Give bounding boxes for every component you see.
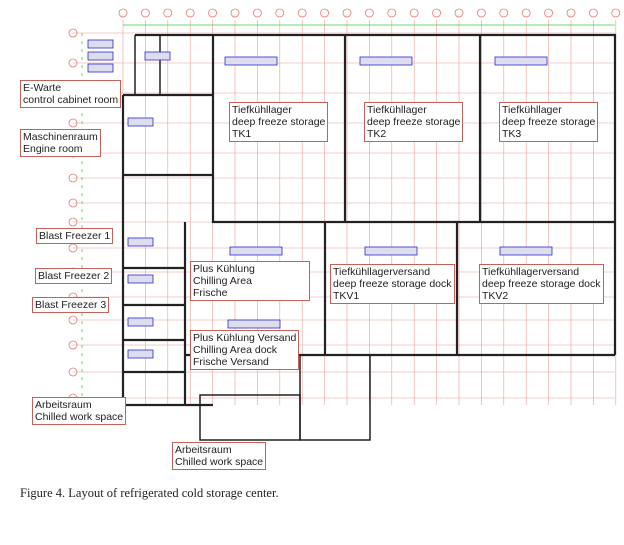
column-marker: [140, 8, 150, 18]
label-tkv1: Tiefkühllagerversand deep freeze storage…: [330, 264, 455, 304]
column-marker: [185, 8, 195, 18]
label-tk1: Tiefkühllager deep freeze storage TK1: [229, 102, 329, 142]
column-marker: [342, 8, 352, 18]
column-marker: [566, 8, 576, 18]
label-work-space-1: Arbeitsraum Chilled work space: [32, 397, 127, 425]
equipment-symbol: [359, 56, 413, 66]
row-marker: [68, 28, 78, 38]
column-marker: [163, 8, 173, 18]
label-blast-freezer-3: Blast Freezer 3: [32, 297, 110, 313]
equipment-symbol: [494, 56, 548, 66]
row-marker: [68, 173, 78, 183]
column-marker: [275, 8, 285, 18]
column-marker: [208, 8, 218, 18]
equipment-symbol: [127, 117, 154, 127]
figure-caption: Figure 4. Layout of refrigerated cold st…: [20, 486, 279, 500]
label-blast-freezer-2: Blast Freezer 2: [35, 268, 113, 284]
equipment-symbol: [364, 246, 418, 256]
walls: [121, 33, 617, 441]
row-marker: [68, 118, 78, 128]
row-marker: [68, 58, 78, 68]
column-marker: [364, 8, 374, 18]
label-tk2: Tiefkühllager deep freeze storage TK2: [364, 102, 464, 142]
column-marker: [476, 8, 486, 18]
label-e-warte: E-Warte control cabinet room: [20, 80, 122, 108]
column-marker: [118, 8, 128, 18]
label-engine-room: Maschinenraum Engine room: [20, 129, 101, 157]
row-marker: [68, 367, 78, 377]
equipment-symbol: [127, 274, 154, 284]
column-marker: [320, 8, 330, 18]
label-tkv2: Tiefkühllagerversand deep freeze storage…: [479, 264, 604, 304]
equipment-symbol: [227, 319, 281, 329]
equipment-symbol: [87, 51, 114, 61]
column-marker: [544, 8, 553, 18]
column-marker: [230, 8, 240, 18]
column-marker: [454, 8, 464, 18]
row-marker: [68, 315, 78, 325]
label-chilling-area: Plus Kühlung Chilling Area Frische: [190, 261, 310, 301]
column-marker: [409, 8, 419, 18]
label-blast-freezer-1: Blast Freezer 1: [36, 228, 114, 244]
equipment-symbol: [127, 317, 154, 327]
column-marker: [611, 8, 621, 18]
column-marker: [589, 8, 598, 18]
label-chilling-dock: Plus Kühlung Versand Chilling Area dock …: [190, 330, 300, 370]
column-marker: [521, 8, 531, 18]
equipment-symbols: [87, 39, 553, 359]
equipment-symbol: [87, 39, 114, 49]
row-marker: [68, 340, 78, 350]
column-marker: [499, 8, 509, 18]
equipment-symbol: [499, 246, 553, 256]
column-marker: [252, 8, 262, 18]
label-tk3: Tiefkühllager deep freeze storage TK3: [499, 102, 599, 142]
label-work-space-2: Arbeitsraum Chilled work space: [172, 442, 267, 470]
equipment-symbol: [229, 246, 283, 256]
equipment-symbol: [224, 56, 278, 66]
equipment-symbol: [127, 237, 154, 247]
equipment-symbol: [87, 63, 114, 73]
equipment-symbol: [144, 51, 171, 61]
row-marker: [68, 243, 78, 253]
equipment-symbol: [127, 349, 154, 359]
row-marker: [68, 198, 78, 208]
floor-plan: [68, 8, 621, 441]
column-marker: [297, 8, 307, 18]
column-marker: [432, 8, 442, 18]
row-marker: [68, 217, 78, 227]
column-marker: [387, 8, 397, 18]
